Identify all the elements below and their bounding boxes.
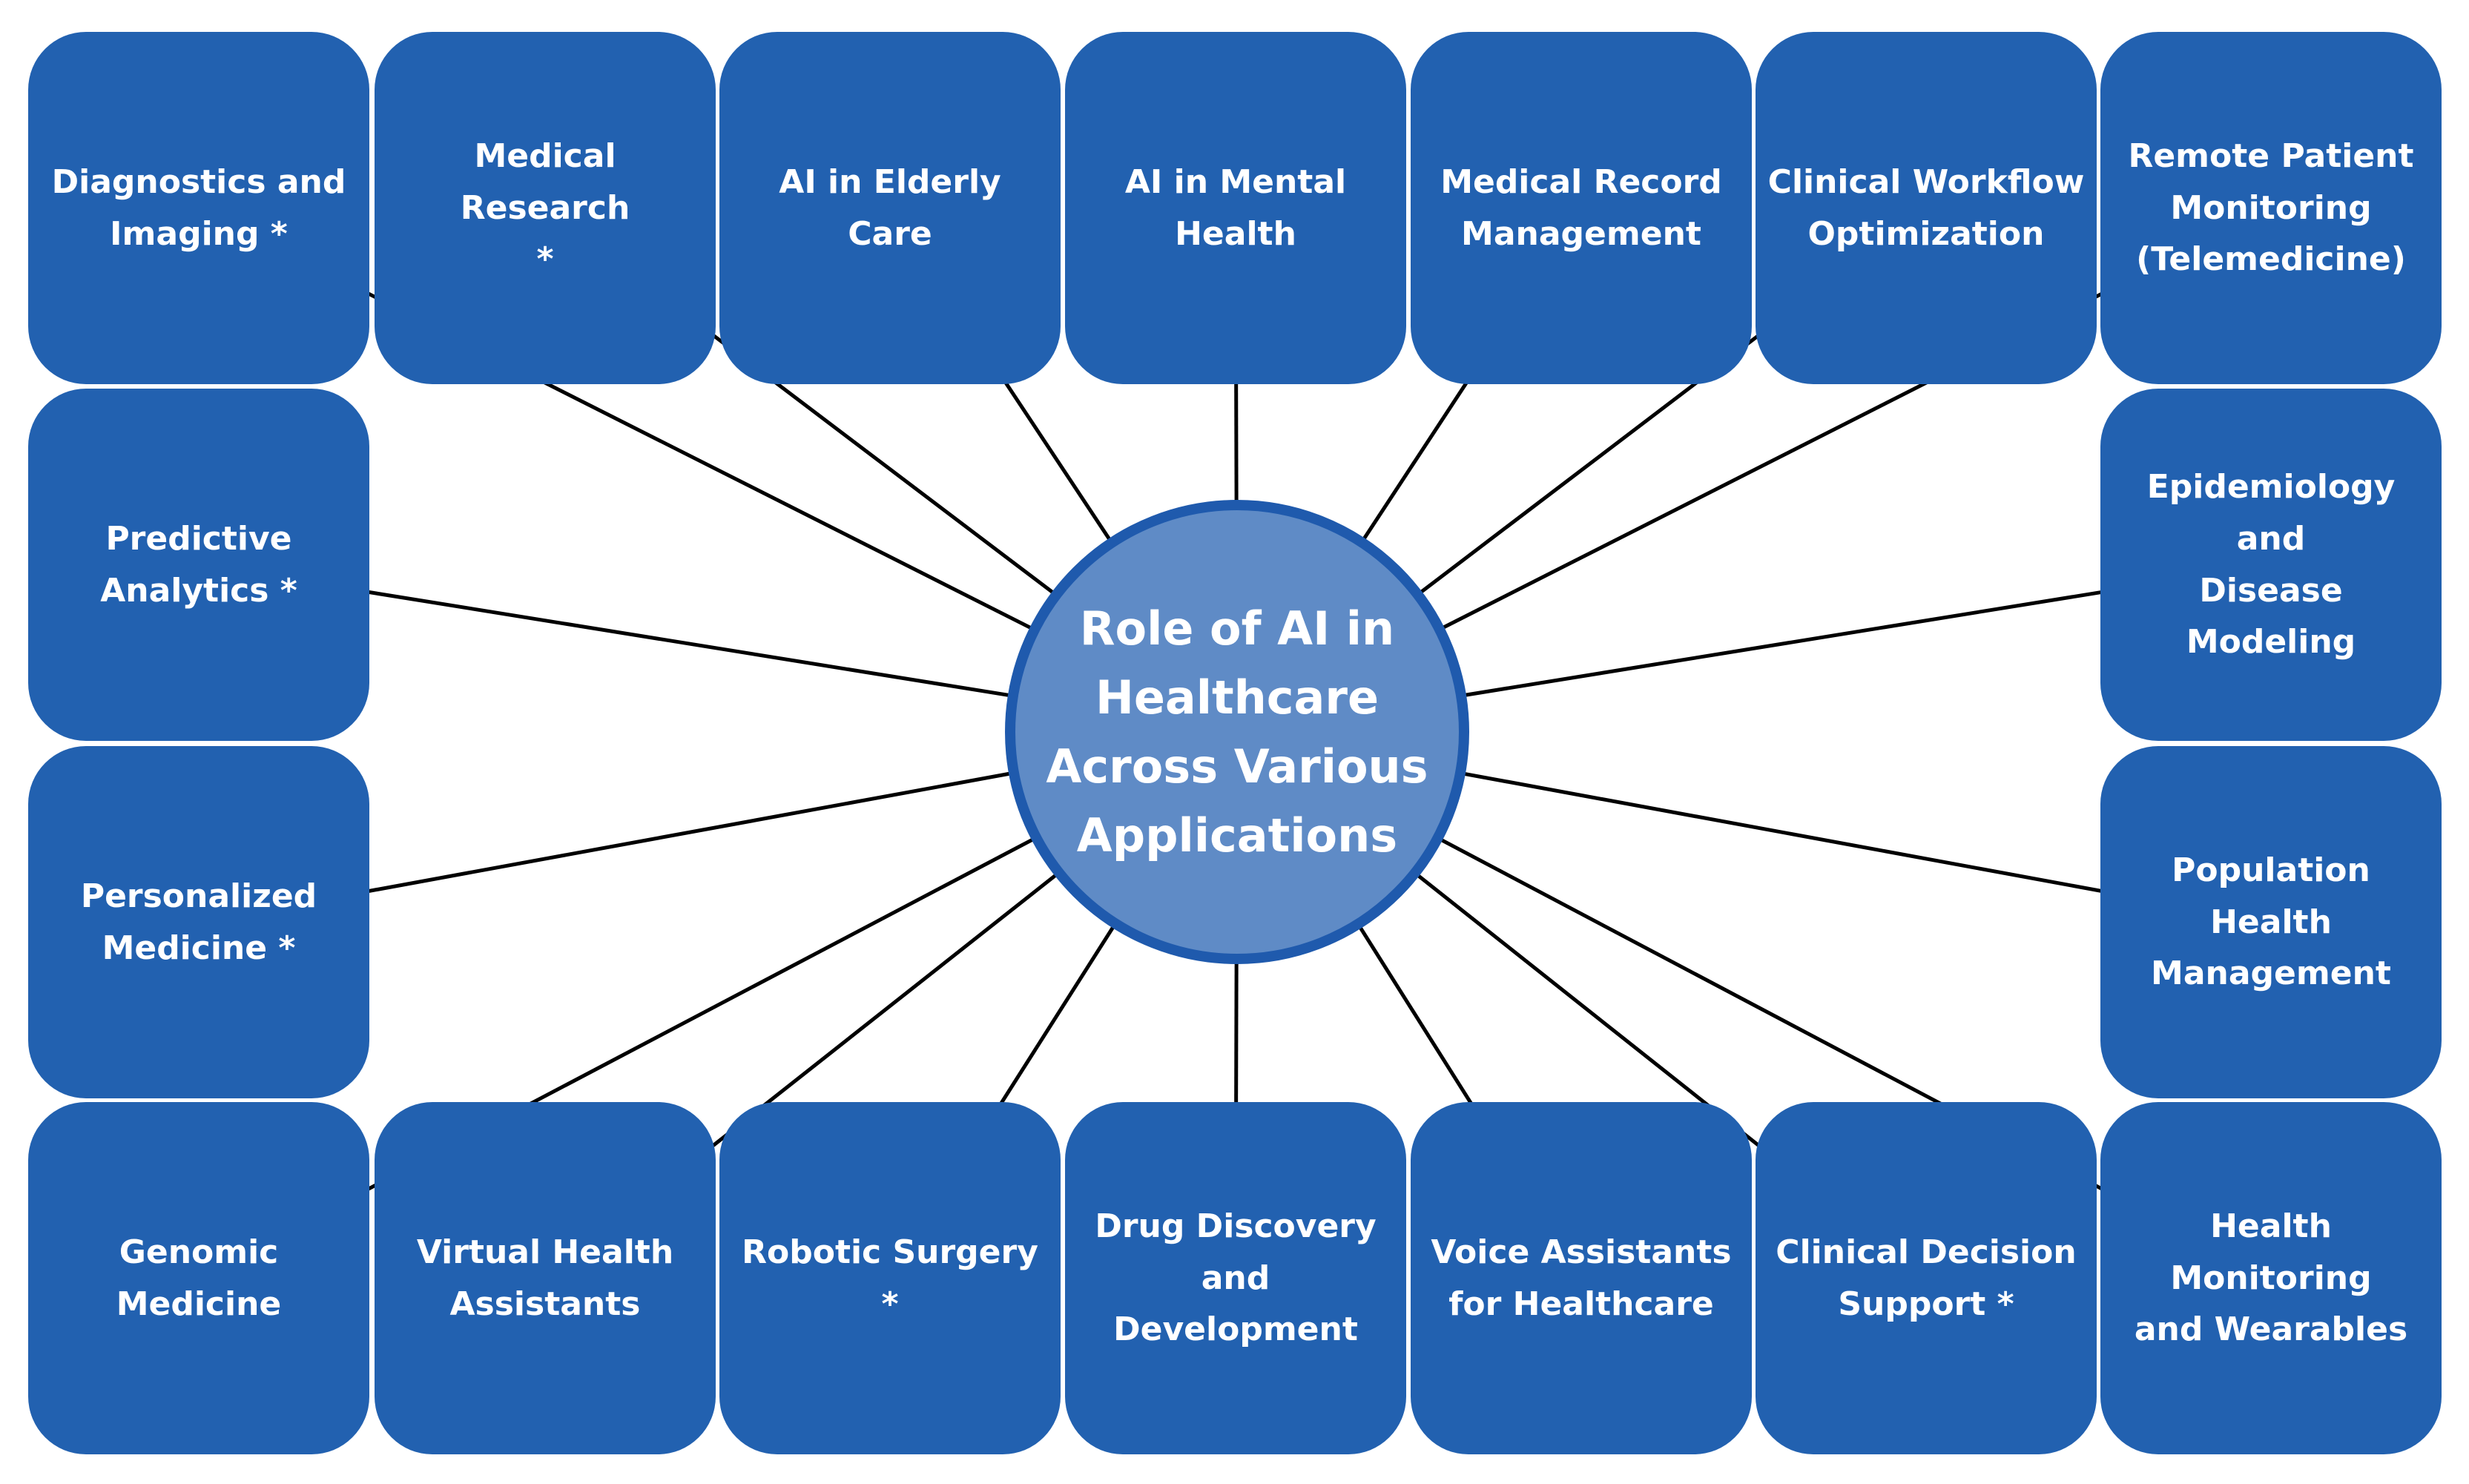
- node-personalized-medicine: Personalized Medicine *: [28, 746, 369, 1098]
- node-population-health-management: Population Health Management: [2100, 746, 2442, 1098]
- node-diagnostics-and-imaging: Diagnostics and Imaging *: [28, 32, 369, 384]
- node-drug-discovery-and-development: Drug Discovery and Development: [1065, 1102, 1406, 1454]
- node-voice-assistants-for-healthcare: Voice Assistants for Healthcare: [1411, 1102, 1752, 1454]
- node-clinical-decision-support: Clinical Decision Support *: [1756, 1102, 2097, 1454]
- node-ai-in-mental-health: AI in Mental Health: [1065, 32, 1406, 384]
- node-epidemiology-and-disease-modeling: Epidemiology and Disease Modeling: [2100, 389, 2442, 741]
- node-clinical-workflow-optimization: Clinical Workflow Optimization: [1756, 32, 2097, 384]
- node-predictive-analytics: Predictive Analytics *: [28, 389, 369, 741]
- node-ai-in-elderly-care: AI in Elderly Care: [719, 32, 1061, 384]
- node-health-monitoring-and-wearables: Health Monitoring and Wearables: [2100, 1102, 2442, 1454]
- node-robotic-surgery: Robotic Surgery *: [719, 1102, 1061, 1454]
- node-virtual-health-assistants: Virtual Health Assistants: [375, 1102, 716, 1454]
- center-hub: Role of AI in Healthcare Across Various …: [1005, 500, 1469, 964]
- node-genomic-medicine: Genomic Medicine: [28, 1102, 369, 1454]
- node-medical-record-management: Medical Record Management: [1411, 32, 1752, 384]
- node-remote-patient-monitoring: Remote Patient Monitoring (Telemedicine): [2100, 32, 2442, 384]
- node-medical-research: Medical Research *: [375, 32, 716, 384]
